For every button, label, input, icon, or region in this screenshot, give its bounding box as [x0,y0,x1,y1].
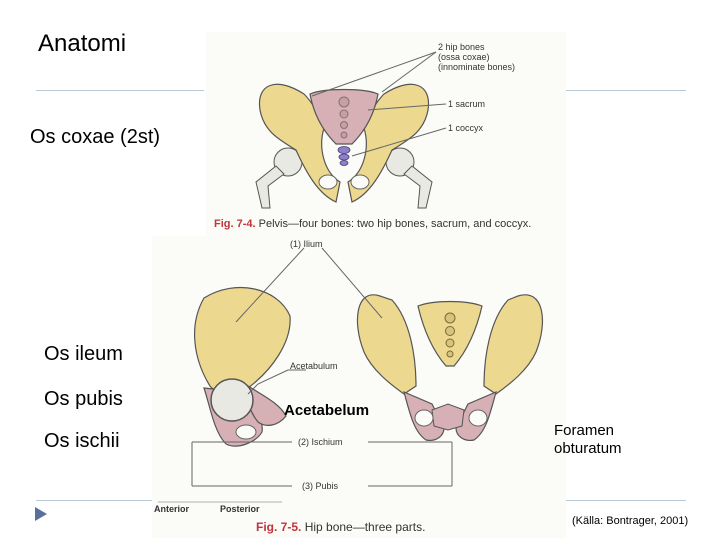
label-sacrum: 1 sacrum [448,99,486,109]
title-rule-left [36,90,204,91]
foramen-line-2: obturatum [554,440,622,457]
anterior-left-ilium [483,294,543,395]
bullet-os-ischii: Os ischii [44,430,120,452]
slide-title: Anatomi [38,30,127,57]
figure-bottom-caption: Fig. 7-5. Hip bone—three parts. [256,520,425,534]
hip-bone-illustration [158,247,543,503]
slide-arrow-icon [35,507,47,521]
label-ilium: (1) Ilium [290,239,323,249]
slide-subtitle: Os coxae (2st) [30,126,161,148]
anterior-left-obturator [468,409,488,427]
label-hip-bones: 2 hip bones [438,42,485,52]
coccyx [337,146,351,166]
label-ossa-coxae: (ossa coxae) [438,52,490,62]
foramen-line-1: Foramen [554,422,615,439]
caption-num-bottom: Fig. 7-5. [256,520,302,534]
left-femur [255,147,303,209]
anterior-right-ilium [356,294,417,395]
label-anterior: Anterior [154,504,190,514]
bottom-rule-right [566,500,686,501]
hip-bone-figure: (1) Ilium Acetabulum (2) Ischium (3) Pub… [152,236,566,538]
bullet-os-pubis: Os pubis [44,388,123,410]
label-innominate: (innominate bones) [438,62,516,72]
caption-text-top: Pelvis—four bones: two hip bones, sacrum… [258,218,532,230]
label-foramen-obturatum: Foramen obturatum [554,422,622,458]
caption-text-bottom: Hip bone—three parts. [304,520,426,534]
left-obturator [318,174,338,190]
lateral-obturator [235,424,257,440]
pelvis-figure: 2 hip bones (ossa coxae) (innominate bon… [206,32,566,236]
anterior-right-obturator [414,409,434,427]
anterior-pubis [431,403,465,431]
lateral-acetabulum [210,378,254,422]
label-acetabelum-overlay: Acetabelum [284,402,370,419]
title-rule-right [566,90,686,91]
source-credit: (Källa: Bontrager, 2001) [572,515,689,527]
label-pubis: (3) Pubis [302,481,339,491]
figure-top-caption: Fig. 7-4. Pelvis—four bones: two hip bon… [214,218,531,230]
label-acetabulum: Acetabulum [290,361,338,371]
bottom-rule-left [36,500,152,501]
right-obturator [350,174,370,190]
caption-num-top: Fig. 7-4. [214,218,256,230]
right-femur [385,147,433,209]
label-posterior: Posterior [220,504,260,514]
bullet-os-ileum: Os ileum [44,343,123,365]
pelvis-illustration [255,51,447,209]
lateral-ilium [193,286,291,395]
label-coccyx: 1 coccyx [448,123,484,133]
label-ischium: (2) Ischium [298,437,343,447]
